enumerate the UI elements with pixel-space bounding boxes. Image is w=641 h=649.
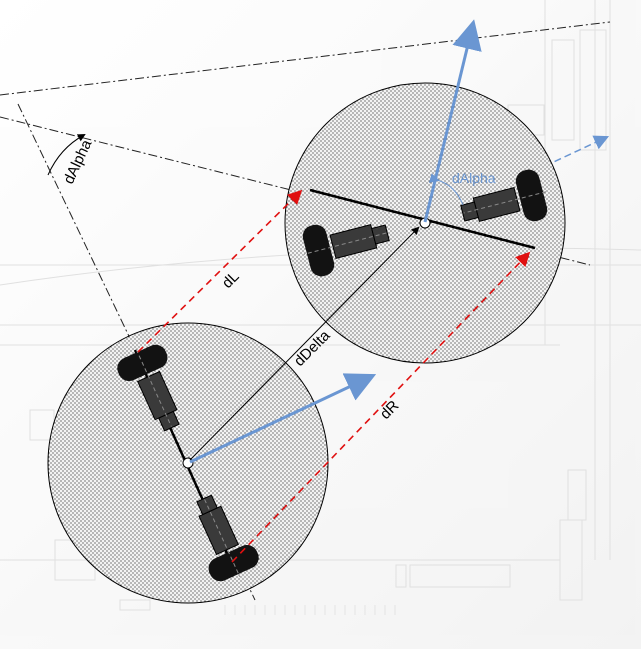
robot-initial-center <box>182 457 194 469</box>
dalpha-arc-left <box>47 134 86 176</box>
robot-initial-pose <box>47 322 329 604</box>
robot-final-wheel-units <box>302 169 548 277</box>
robot-final-pose <box>284 82 566 364</box>
heading-arrow-final <box>423 19 482 223</box>
original-heading-line <box>0 21 611 96</box>
robot-initial-wheel-units <box>117 344 259 582</box>
dalpha-arc-right <box>428 173 464 206</box>
heading-arrow-initial <box>189 373 377 464</box>
left-wheel-path <box>137 189 303 353</box>
displacement-line <box>189 226 420 461</box>
label-dalpha-right: dAlpha <box>452 170 496 186</box>
